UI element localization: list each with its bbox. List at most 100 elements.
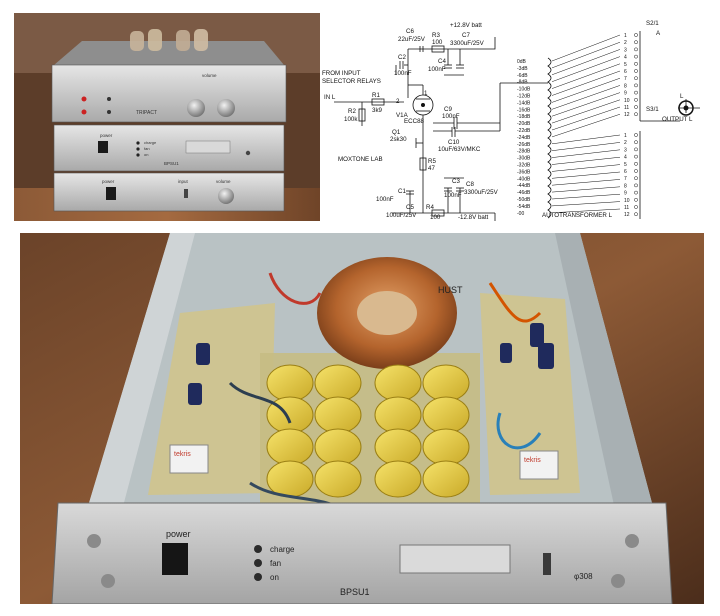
open-chassis-photo: HUST tekris tekris power [20, 233, 704, 604]
switch-contact [634, 147, 638, 152]
tap-wire [551, 201, 621, 207]
db-tap-label: -46dB [517, 190, 531, 196]
c1-label: C1 [398, 188, 406, 195]
q1-label: Q1 [392, 129, 401, 136]
db-tap-label: -44dB [517, 183, 531, 189]
switch-contact [634, 33, 638, 37]
db-tap-label: -00 [517, 211, 524, 217]
db-tap-label: -36dB [517, 169, 531, 175]
relay-left [169, 444, 209, 474]
tap-wire [551, 134, 621, 145]
db-tap-label: -6dB [517, 73, 528, 79]
front-screw-1 [87, 534, 101, 548]
battery-cell [422, 428, 470, 466]
switch-pin-label: 3 [624, 147, 627, 153]
battery-cell [266, 460, 314, 498]
switch-pin-label: 6 [624, 169, 627, 175]
output-l-short-label: L [680, 93, 684, 100]
unit1-volume-label: volume [202, 73, 217, 78]
switch-a-label: A [656, 30, 661, 37]
c4-value: 100nF [428, 66, 446, 73]
toggle-switch [543, 553, 551, 575]
tap-wire [551, 149, 621, 158]
unit1-front-panel [51, 64, 287, 123]
tap-wire [551, 142, 621, 151]
unit3-front-panel [53, 172, 285, 212]
switch-contact [634, 105, 638, 109]
c3-value: 100nF [444, 192, 462, 199]
c4-label: C4 [438, 58, 446, 65]
negative-rail-label: -12.8V batt [458, 214, 489, 221]
db-tap-label: -40dB [517, 176, 531, 182]
tube-pin1-label: 1 [424, 90, 428, 97]
c9-value: 100nF [442, 113, 460, 120]
switch-contact [634, 54, 638, 59]
switch-contact [634, 205, 638, 209]
db-tap-label: -12dB [517, 94, 531, 100]
c3-label: C3 [452, 178, 460, 185]
switch-pin-label: 5 [624, 162, 627, 168]
c5-value: 100uF/25V [386, 212, 417, 219]
switch-pin-label: 11 [624, 105, 629, 111]
db-tap-label: -20dB [517, 121, 531, 127]
unit2-on-label: on [144, 152, 148, 157]
switch-contact [634, 154, 638, 159]
tap-wire [551, 106, 621, 131]
from-input-label: FROM INPUT [322, 70, 361, 77]
autotransformer-label: AUTOTRANSFORMER L [542, 212, 613, 219]
c8-value: 3300uF/25V [464, 189, 499, 196]
power-label: power [166, 529, 191, 539]
switch-contact [634, 76, 638, 81]
switch-pin-label: 4 [624, 155, 627, 161]
db-tap-label: -30dB [517, 156, 531, 162]
c6-value: 22uF/25V [398, 36, 426, 43]
charge-label: charge [270, 545, 295, 554]
c8-label: C8 [466, 181, 474, 188]
unit2-power-label: power [100, 133, 113, 138]
fan-led [254, 559, 262, 567]
front-screw-4 [611, 574, 625, 588]
db-tap-label: -3dB [517, 66, 528, 72]
unit3-input-label: input [178, 179, 189, 184]
switch-pin-label: 12 [624, 112, 630, 118]
open-chassis-illustration: HUST tekris tekris power [20, 233, 704, 604]
battery-cell [374, 364, 422, 402]
c10-label: C10 [448, 139, 460, 146]
unit2-charge-label: charge [144, 140, 157, 145]
schematic-diagram: +12.8V batt -12.8V batt FROM INPUT SELEC… [320, 13, 706, 221]
tap-wire [551, 99, 621, 124]
r3-label: R3 [432, 32, 440, 39]
tap-wire [551, 41, 621, 69]
db-tap-label: -32dB [517, 163, 531, 169]
battery-cell [374, 396, 422, 434]
db-tap-label: 0dB [517, 59, 527, 65]
tap-wire [551, 179, 621, 186]
tube-pin2-label: 2 [396, 98, 400, 105]
switch-pin-label: 4 [624, 55, 627, 61]
switch-contact [634, 190, 638, 195]
tap-wire [551, 77, 621, 103]
unit1-knob-left [187, 99, 205, 117]
front-screw-2 [101, 574, 115, 588]
db-tap-label: -18dB [517, 114, 531, 120]
tap-wire [551, 164, 621, 172]
tap-wire [551, 56, 621, 82]
switch-pin-label: 7 [624, 176, 627, 182]
switch-pin-label: 3 [624, 47, 627, 53]
amplifier-stack-photo: TRIPACT volume power charge fan on BPSU1… [14, 13, 320, 221]
tap-wire [551, 186, 621, 193]
switch-s2-label: S2/1 [646, 20, 659, 27]
output-l-label: OUTPUT L [662, 116, 693, 123]
switch-pin-label: 10 [624, 98, 630, 104]
r5-label: R5 [428, 158, 436, 165]
battery-cell [266, 364, 314, 402]
r4-label: R4 [426, 204, 434, 211]
tap-wire [551, 113, 621, 138]
switch-pin-label: 1 [624, 33, 627, 39]
v1a-type: ECC88 [404, 118, 425, 125]
input-l-label: IN L [324, 94, 336, 101]
switch-contact [634, 90, 638, 95]
c7-label: C7 [462, 32, 470, 39]
battery-cell [374, 460, 422, 498]
q1-type: 2sk30 [390, 136, 407, 143]
